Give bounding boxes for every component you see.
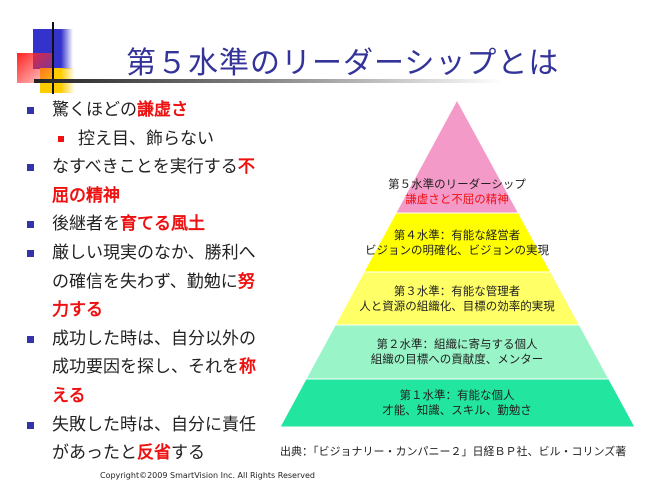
bullet-line: 控え目、飾らない <box>78 125 214 153</box>
bullet-icon <box>27 221 34 229</box>
bullet-text: 驚くほどの <box>52 100 137 120</box>
logo-vertical-line <box>52 22 54 94</box>
source-citation: 出典：「ビジョナリー・カンパニー２」日経ＢＰ社、ビル・コリンズ著 <box>280 445 627 458</box>
bullet-icon <box>58 135 64 142</box>
highlight-text: 力する <box>52 300 103 321</box>
bullet-line: 屈の精神 <box>52 182 120 210</box>
level-description: ビジョンの明確化、ビジョンの実現 <box>365 242 549 257</box>
bullet-line: 成功要因を探し、それを称 <box>52 353 256 381</box>
bullet-line: 後継者を育てる風土 <box>52 210 205 238</box>
bullet-icon <box>27 335 34 343</box>
bullet-text: 後継者を <box>52 214 120 235</box>
bullet-line: 失敗した時は、自分に責任 <box>52 411 256 439</box>
level-title: 第４水準：有能な経営者 <box>393 227 521 242</box>
bullet-text: 厳しい現実のなか、勝利へ <box>52 243 256 263</box>
bullet-line: があったと反省する <box>52 439 205 467</box>
bullet-text: 控え目、飾らない <box>78 128 214 149</box>
bullet-icon <box>27 107 34 114</box>
logo-red-square <box>17 53 53 83</box>
level-description: 才能、知識、スキル、勤勉さ <box>382 403 532 417</box>
pyramid-label-2: 第２水準：組織に寄与する個人組織の目標への貢献度、メンター <box>307 337 607 367</box>
copyright: Copyright©2009 SmartVision Inc. All Righ… <box>100 471 315 480</box>
level-description: 謙虚さと不屈の精神 <box>405 192 509 206</box>
slide-title: 第５水準のリーダーシップとは <box>126 46 560 81</box>
bullet-text: 成功要因を探し、それを <box>52 357 239 378</box>
bullet-line: の確信を失わず、勤勉に努 <box>52 268 255 296</box>
pyramid-level-1 <box>279 378 636 428</box>
highlight-text: 称 <box>239 357 256 378</box>
bullet-line: 力する <box>52 296 103 324</box>
highlight-text: 謙虚さ <box>137 100 188 120</box>
bullet-icon <box>27 250 34 257</box>
bullet-line: 驚くほどの謙虚さ <box>52 96 188 124</box>
level-title: 第５水準のリーダーシップ <box>388 177 526 191</box>
bullet-line: える <box>52 382 86 410</box>
bullet-line: 厳しい現実のなか、勝利へ <box>52 239 256 267</box>
pyramid-label-5: 第５水準のリーダーシップ謙虚さと不屈の精神 <box>307 177 607 207</box>
bullet-line: 成功した時は、自分以外の <box>52 325 256 353</box>
highlight-text: 不 <box>237 157 255 178</box>
bullet-text: なすべきことを実行する <box>52 157 238 178</box>
highlight-text: 反省 <box>137 443 171 464</box>
highlight-text: 育てる風土 <box>120 214 205 235</box>
bullet-text: があったと <box>52 443 137 464</box>
title-underline <box>34 79 504 83</box>
pyramid-label-1: 第１水準：有能な個人才能、知識、スキル、勤勉さ <box>307 388 607 418</box>
bullet-line: なすべきことを実行する不 <box>52 153 255 181</box>
bullet-text: する <box>171 443 205 464</box>
bullet-text: 失敗した時は、自分に責任 <box>52 414 256 435</box>
bullet-text: 成功した時は、自分以外の <box>52 328 256 349</box>
level-title: 第１水準：有能な個人 <box>399 388 515 402</box>
level-title: 第２水準：組織に寄与する個人 <box>376 337 538 351</box>
level-description: 組織の目標への貢献度、メンター <box>370 352 544 366</box>
level-description: 人と資源の組織化、目標の効率的実現 <box>359 298 555 313</box>
pyramid-label-4: 第４水準：有能な経営者ビジョンの明確化、ビジョンの実現 <box>307 228 607 258</box>
highlight-text: 屈の精神 <box>52 185 120 206</box>
bullet-icon <box>27 164 34 172</box>
bullet-text: の確信を失わず、勤勉に <box>52 271 238 292</box>
highlight-text: 努 <box>237 271 255 292</box>
bullet-icon <box>27 421 34 429</box>
highlight-text: える <box>52 386 86 406</box>
pyramid-label-3: 第３水準：有能な管理者人と資源の組織化、目標の効率的実現 <box>307 284 607 314</box>
level-title: 第３水準：有能な管理者 <box>393 283 521 298</box>
